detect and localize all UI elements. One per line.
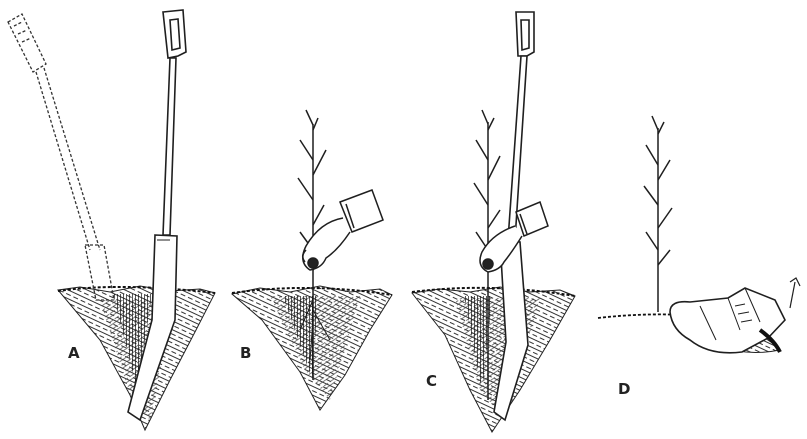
panel-b: B [232, 110, 392, 410]
panel-label-a: A [68, 344, 80, 362]
panel-d: D [598, 116, 800, 398]
panel-label-d: D [618, 380, 630, 398]
spade-ghost-outline [8, 14, 114, 300]
panel-c: C [412, 12, 575, 432]
soil-wedge-b [232, 286, 392, 410]
seedling-d [644, 116, 672, 312]
hand-b [303, 190, 383, 270]
panel-label-c: C [426, 372, 437, 390]
boot-d [670, 278, 800, 353]
panel-label-b: B [240, 344, 251, 362]
panel-a: A [8, 10, 215, 430]
